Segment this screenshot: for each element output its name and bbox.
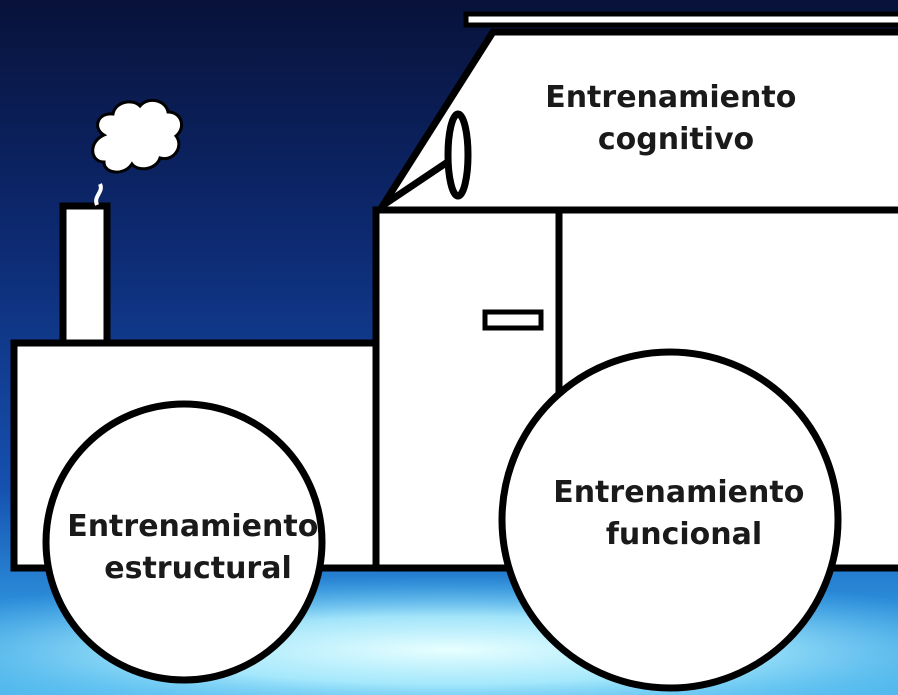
front-wheel-label-line2: estructural	[104, 551, 292, 586]
door-handle	[482, 309, 544, 331]
rear-wheel-label-line1: Entrenamiento	[553, 475, 804, 510]
steering-wheel-icon	[444, 110, 472, 200]
front-wheel	[42, 400, 326, 684]
cab-label-line2: cognitivo	[598, 122, 754, 157]
rear-wheel-label: Entrenamiento funcional	[553, 475, 815, 552]
exhaust-connector	[94, 183, 103, 206]
front-wheel-label-line1: Entrenamiento	[67, 509, 318, 544]
rear-wheel-label-line2: funcional	[606, 517, 762, 552]
exhaust-pipe	[59, 202, 111, 347]
cab-window	[373, 28, 898, 214]
rear-wheel	[498, 348, 842, 692]
front-wheel-label: Entrenamiento estructural	[67, 509, 329, 586]
roof-bar	[463, 11, 898, 28]
smoke-cloud-icon	[91, 98, 184, 174]
cab-label-line1: Entrenamiento	[545, 80, 796, 115]
cab-label: Entrenamiento cognitivo	[545, 80, 807, 157]
